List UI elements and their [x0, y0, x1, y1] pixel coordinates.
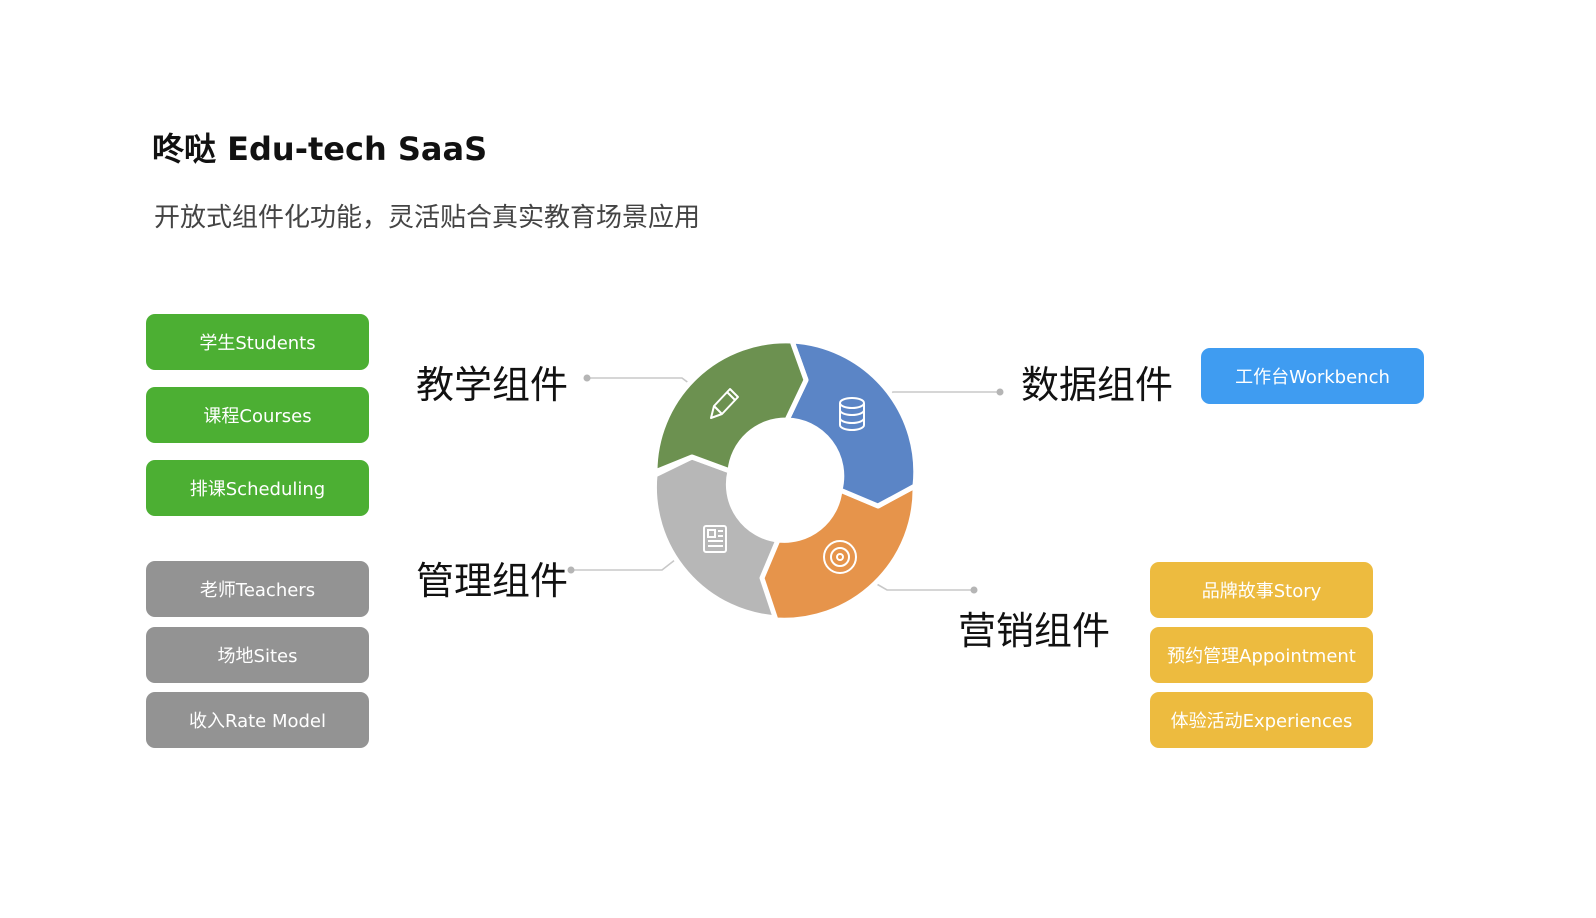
page-title: 咚哒 Edu-tech SaaS [152, 130, 488, 168]
page-subtitle: 开放式组件化功能，灵活贴合真实教育场景应用 [154, 203, 701, 233]
appointment-button[interactable]: 预约管理Appointment [1150, 627, 1373, 683]
marketing-component-label: 营销组件 [958, 609, 1111, 653]
experiences-button[interactable]: 体验活动Experiences [1150, 692, 1373, 748]
pencil-icon [710, 388, 739, 419]
story-button[interactable]: 品牌故事Story [1150, 562, 1373, 618]
document-icon [703, 525, 727, 553]
management-segment [651, 454, 782, 621]
workbench-button[interactable]: 工作台Workbench [1201, 348, 1424, 404]
students-button[interactable]: 学生Students [146, 314, 369, 370]
teaching-component-label: 教学组件 [416, 363, 569, 407]
data-connector-dot [996, 388, 1004, 396]
rate-model-button[interactable]: 收入Rate Model [146, 692, 369, 748]
teaching-segment [652, 338, 809, 475]
teaching-connector-dot [583, 374, 591, 382]
courses-button[interactable]: 课程Courses [146, 387, 369, 443]
data-component-label: 数据组件 [1021, 363, 1174, 407]
management-component-label: 管理组件 [416, 559, 569, 603]
management-connector [571, 555, 681, 571]
scheduling-button[interactable]: 排课Scheduling [146, 460, 369, 516]
management-connector-dot [567, 566, 575, 574]
marketing-connector-dot [970, 586, 978, 594]
teachers-button[interactable]: 老师Teachers [146, 561, 369, 617]
marketing-connector [867, 578, 974, 591]
sites-button[interactable]: 场地Sites [146, 627, 369, 683]
marketing-segment [759, 483, 918, 623]
target-icon [823, 540, 857, 574]
database-icon [839, 397, 865, 431]
